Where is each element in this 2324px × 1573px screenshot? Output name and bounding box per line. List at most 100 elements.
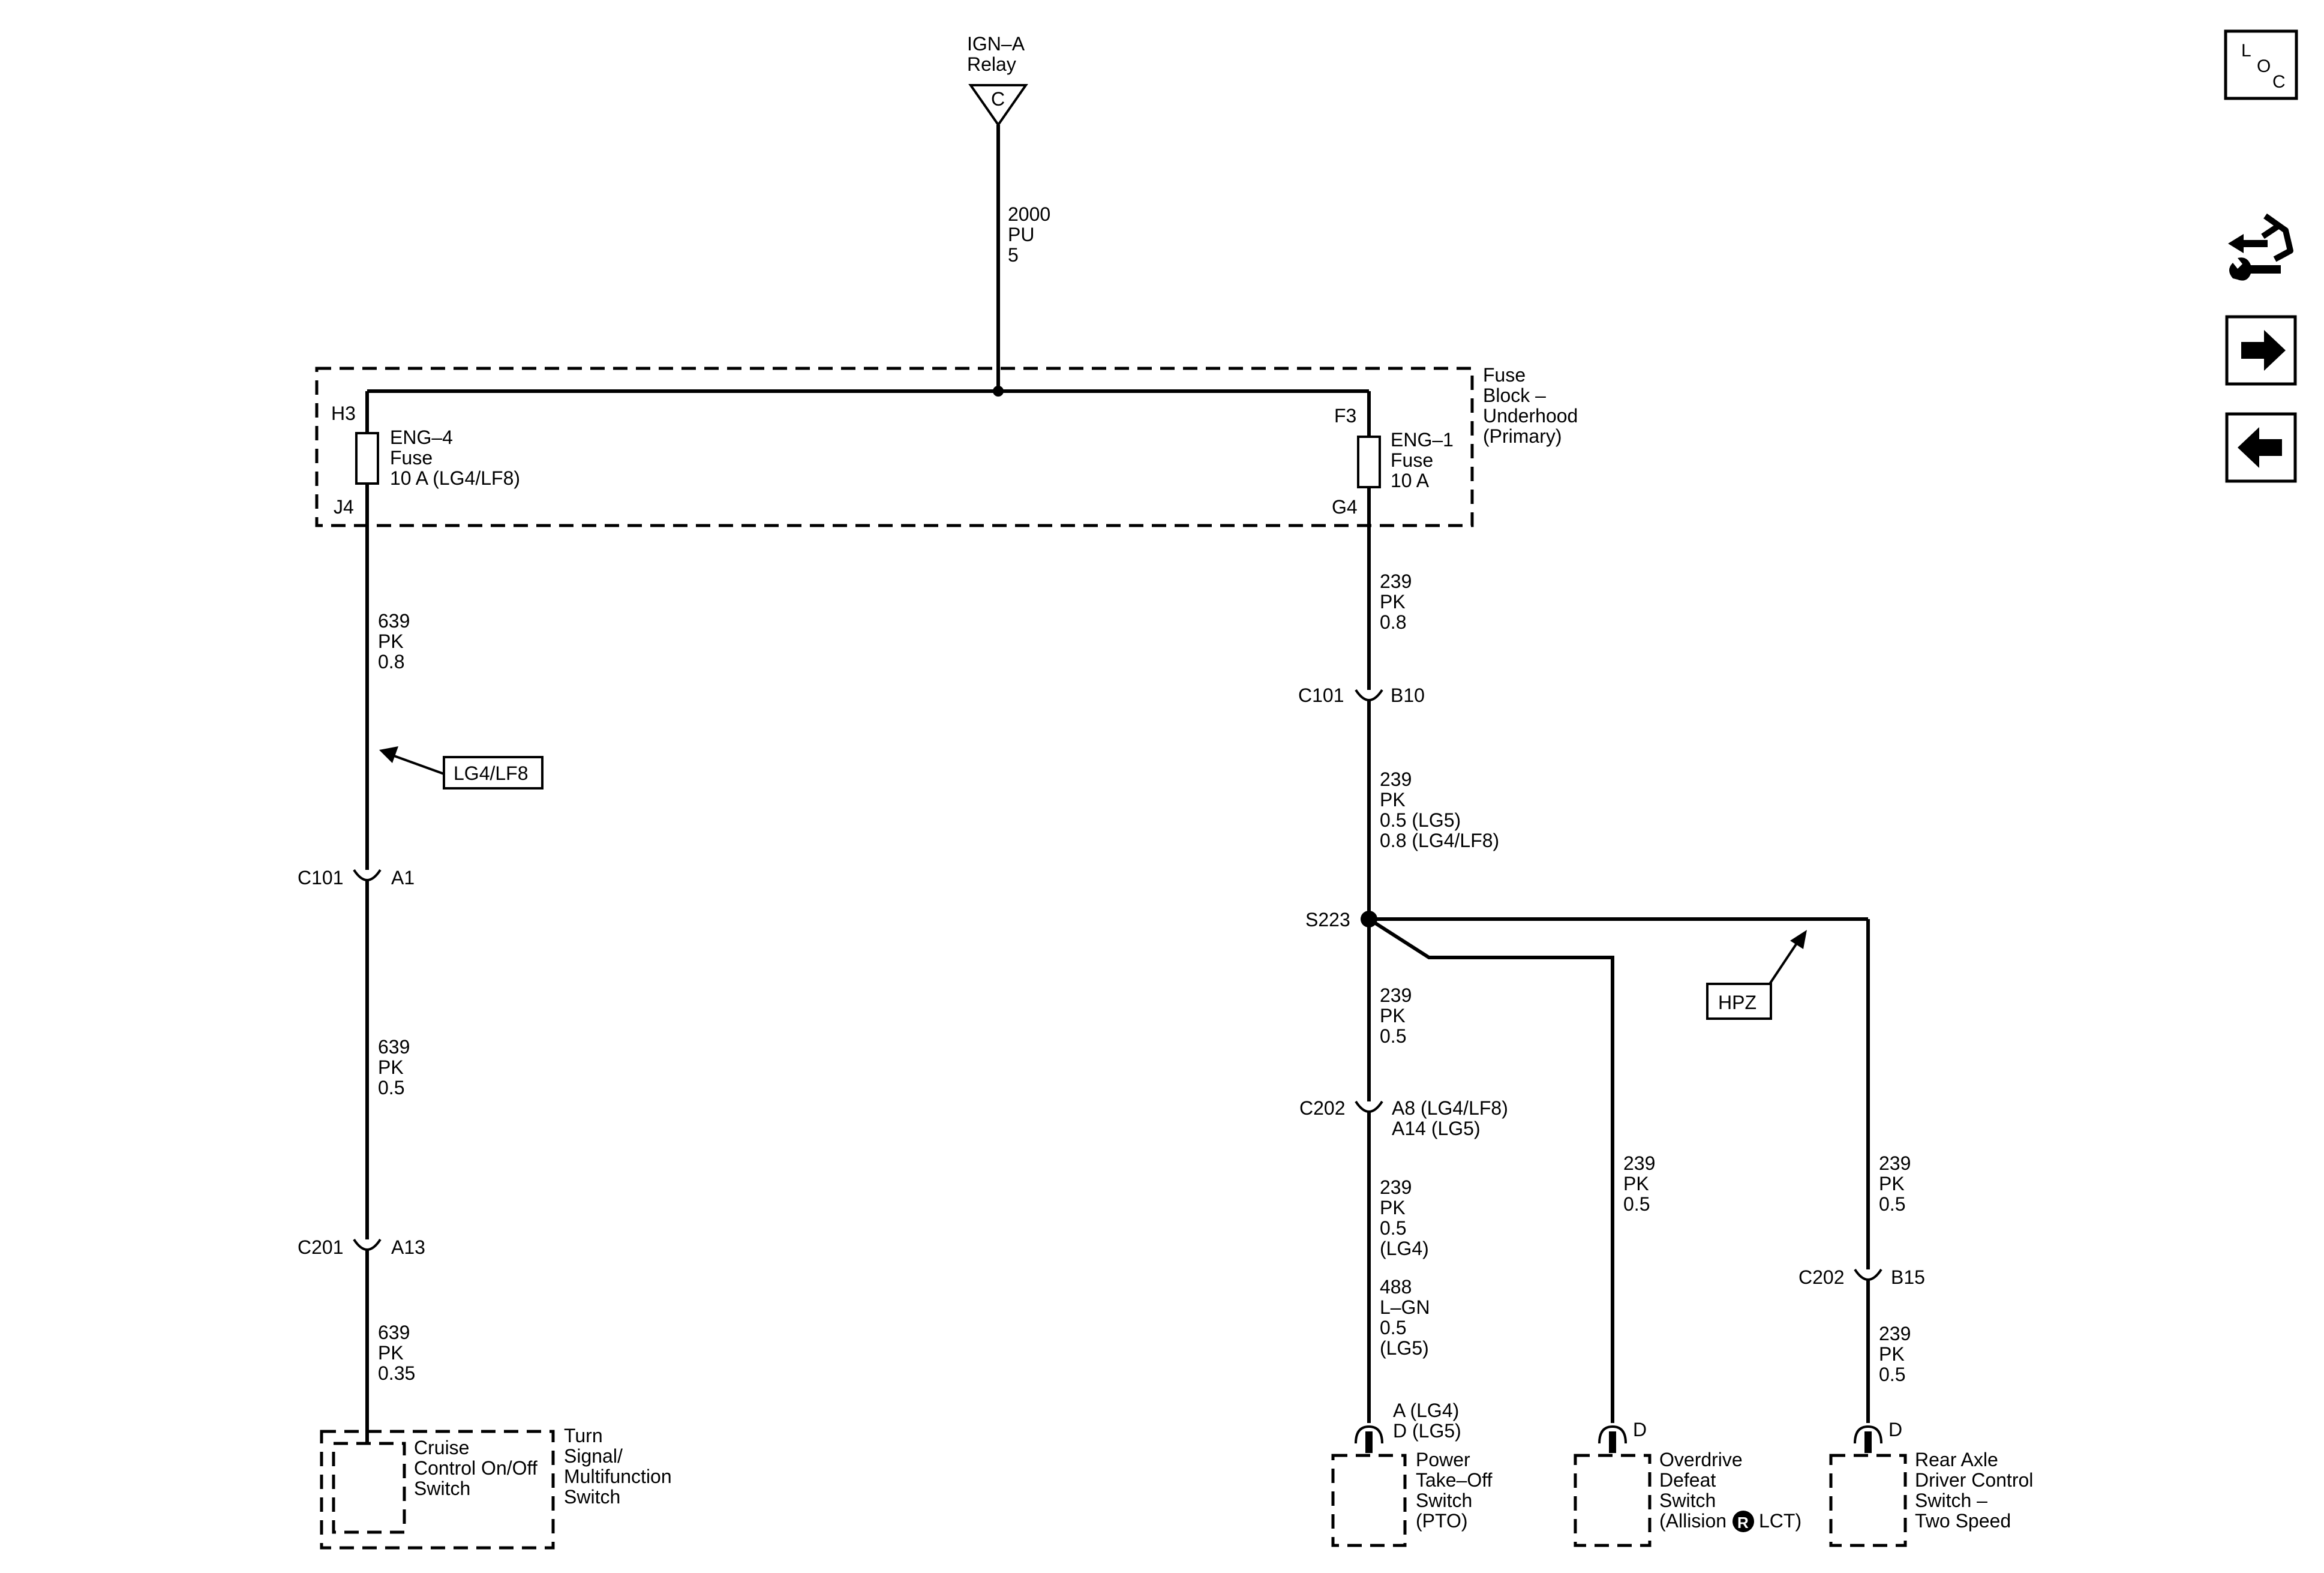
relay-connector-symbol xyxy=(968,84,1028,127)
fuse-left-top-pin: H3 xyxy=(331,403,356,424)
connector-c201-a13-symbol xyxy=(353,1238,382,1251)
relay-label-2: Relay xyxy=(967,53,1016,75)
connector-c101-b10-pin: B10 xyxy=(1391,685,1425,706)
overdrive-pin-label: D xyxy=(1633,1419,1647,1440)
wire-639-color: PK xyxy=(378,631,404,652)
eng4-fuse-symbol xyxy=(355,432,379,485)
wire-239-d-circuit: 239 xyxy=(1380,1176,1412,1198)
next-page-arrow-icon[interactable] xyxy=(2225,315,2297,386)
wire-239-c-color: PK xyxy=(1380,1005,1406,1026)
registered-mark-icon xyxy=(1733,1511,1754,1532)
fuse-left-bottom-pin: J4 xyxy=(334,496,354,518)
relay-label: IGN–A xyxy=(967,33,1025,55)
wire-239-d-color: PK xyxy=(1380,1197,1406,1218)
pto-switch-outline xyxy=(1331,1454,1407,1547)
overdrive-label-2: Defeat xyxy=(1659,1469,1716,1491)
wire-239-circuit: 239 xyxy=(1380,571,1412,592)
overdrive-label-3: Switch xyxy=(1659,1490,1716,1511)
pto-connector-symbol xyxy=(1355,1425,1383,1444)
rear-wire-color: PK xyxy=(1879,1173,1905,1194)
pto-switch-label: Power xyxy=(1416,1449,1470,1470)
wire-239-d-size: 0.5 xyxy=(1380,1217,1406,1239)
previous-page-arrow-icon[interactable] xyxy=(2225,412,2297,483)
connector-c202-b15-pin: B15 xyxy=(1891,1266,1925,1288)
fuse-block-outline xyxy=(315,367,1474,527)
rear-wire-circuit: 239 xyxy=(1879,1152,1911,1174)
diagnostic-tool-icon[interactable] xyxy=(2228,213,2293,281)
wire-639-c-size: 0.35 xyxy=(378,1362,415,1384)
rear-axle-switch-outline xyxy=(1829,1454,1907,1547)
pto-pin-terminal xyxy=(1365,1431,1373,1453)
turn-signal-label-2: Signal/ xyxy=(564,1445,623,1467)
turn-signal-label-3: Multifunction xyxy=(564,1466,672,1487)
eng1-fuse-label-3: 10 A xyxy=(1391,470,1430,491)
overdrive-connector-symbol xyxy=(1598,1425,1627,1444)
wire-239-b-circuit: 239 xyxy=(1380,769,1412,790)
wire-239-c-size: 0.5 xyxy=(1380,1025,1406,1047)
feed-wire-color: PU xyxy=(1008,224,1034,245)
hpz-pointer-line xyxy=(1768,936,1802,985)
option-box-label: LG4/LF8 xyxy=(454,763,529,784)
eng4-fuse-label-3: 10 A (LG4/LF8) xyxy=(390,467,520,489)
feed-wire-circuit: 2000 xyxy=(1008,203,1050,225)
wire-639-b-color: PK xyxy=(378,1056,404,1078)
connector-c201-pin: A13 xyxy=(391,1236,425,1258)
rear-axle-label-3: Switch – xyxy=(1915,1490,1987,1511)
eng4-fuse-label: ENG–4 xyxy=(390,427,453,448)
overdrive-label-4a: (Allision xyxy=(1659,1510,1727,1532)
rear-wire-b-size: 0.5 xyxy=(1879,1364,1905,1385)
rear-axle-connector-symbol xyxy=(1854,1425,1882,1444)
wire-239-b-size: 0.5 (LG5) xyxy=(1380,809,1461,831)
wire-639-b-circuit: 639 xyxy=(378,1036,410,1058)
cruise-switch-label-2: Control On/Off xyxy=(414,1457,538,1479)
wire-488-color: L–GN xyxy=(1380,1296,1430,1318)
rear-wire-b-color: PK xyxy=(1879,1343,1905,1365)
wire-to-overdrive xyxy=(1368,917,1614,1423)
overdrive-wire-size: 0.5 xyxy=(1623,1193,1650,1215)
wire-488-size: 0.5 xyxy=(1380,1317,1406,1338)
fuse-block-label-2: Block – xyxy=(1483,385,1546,406)
cruise-switch-label-3: Switch xyxy=(414,1478,470,1499)
rear-axle-pin-terminal xyxy=(1864,1431,1872,1453)
cruise-switch-outline xyxy=(332,1442,406,1534)
wire-639-c-circuit: 639 xyxy=(378,1322,410,1343)
rear-axle-label: Rear Axle xyxy=(1915,1449,1998,1470)
rear-wire-size: 0.5 xyxy=(1879,1193,1905,1215)
turn-signal-label-4: Switch xyxy=(564,1486,620,1508)
registered-mark-letter: R xyxy=(1737,1514,1749,1532)
connector-c202-symbol xyxy=(1355,1100,1383,1113)
connector-c202-b15-name: C202 xyxy=(1798,1266,1845,1288)
wire-239-size: 0.8 xyxy=(1380,611,1406,633)
splice-s223-label: S223 xyxy=(1305,909,1350,930)
fuse-right-bottom-pin: G4 xyxy=(1332,496,1358,518)
connector-c202-b15-symbol xyxy=(1854,1268,1882,1281)
overdrive-pin-terminal xyxy=(1609,1431,1616,1453)
option-pointer-arrowhead xyxy=(379,746,398,763)
cruise-switch-label: Cruise xyxy=(414,1437,469,1458)
eng1-fuse-label: ENG–1 xyxy=(1391,429,1454,451)
wire-239-d-option: (LG4) xyxy=(1380,1238,1429,1259)
connector-c101-a1-symbol xyxy=(353,869,382,881)
fuse-block-label: Fuse xyxy=(1483,364,1526,386)
bus-junction-dot xyxy=(993,386,1004,397)
turn-signal-switch-outline xyxy=(320,1430,555,1550)
loc-letter-c: C xyxy=(2272,72,2286,92)
rear-axle-label-4: Two Speed xyxy=(1915,1510,2011,1532)
hpz-pointer-arrowhead xyxy=(1790,930,1807,949)
rear-wire-b-circuit: 239 xyxy=(1879,1323,1911,1344)
loc-letter-l: L xyxy=(2241,41,2251,61)
pto-pin-label-2: D (LG5) xyxy=(1393,1420,1461,1442)
overdrive-label-4b: LCT) xyxy=(1759,1510,1801,1532)
wire-639-size: 0.8 xyxy=(378,651,404,673)
fuse-block-label-3: Underhood xyxy=(1483,405,1578,427)
loc-button[interactable]: L O C xyxy=(2224,29,2298,100)
eng1-fuse-label-2: Fuse xyxy=(1391,449,1433,471)
connector-c101-b10-symbol xyxy=(1355,689,1383,701)
wire-488-option: (LG5) xyxy=(1380,1337,1429,1359)
option-box-lg4-lf8 xyxy=(443,756,544,789)
eng4-fuse-label-2: Fuse xyxy=(390,447,433,469)
option-box-hpz-label: HPZ xyxy=(1718,992,1756,1013)
wire-639-circuit: 639 xyxy=(378,610,410,632)
connector-c202-pin: A8 (LG4/LF8) xyxy=(1392,1097,1508,1119)
